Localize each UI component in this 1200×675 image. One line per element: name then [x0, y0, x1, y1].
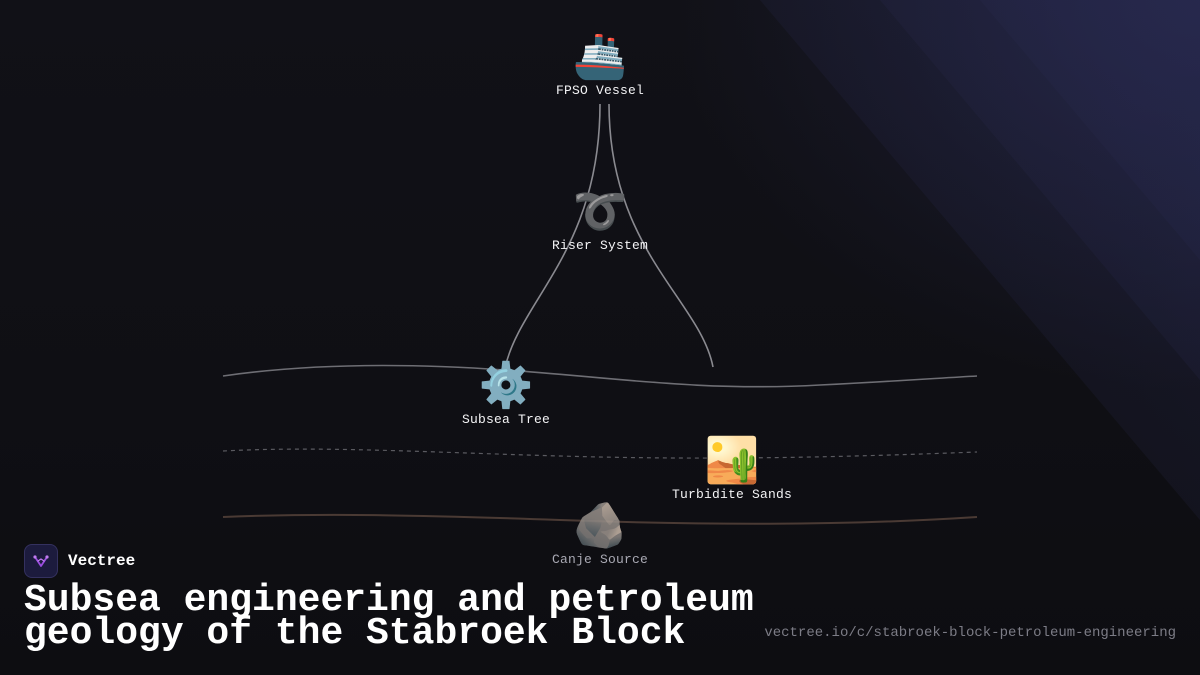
node-label: FPSO Vessel: [555, 83, 645, 98]
node-label: Turbidite Sands: [671, 487, 793, 502]
vectree-logo-icon: [24, 544, 58, 578]
loop-icon: ➰: [572, 186, 628, 237]
brand-name: Vectree: [68, 552, 136, 570]
connector-fpso-to-subsea-tree: [504, 103, 601, 369]
node-riser-system: ➰ Riser System: [551, 186, 649, 254]
connector-fpso-to-seabed: [608, 103, 714, 368]
node-canje-source: 🪨 Canje Source: [551, 500, 649, 568]
page-url[interactable]: vectree.io/c/stabroek-block-petroleum-en…: [764, 625, 1176, 641]
source-rock-line: [222, 513, 978, 525]
ship-icon: 🚢: [572, 31, 628, 82]
gear-icon: ⚙️: [478, 360, 534, 411]
seabed-line: [222, 364, 978, 388]
node-turbidite-sands: 🏜️ Turbidite Sands: [671, 435, 793, 503]
node-label: Canje Source: [551, 552, 649, 567]
desert-icon: 🏜️: [704, 435, 760, 486]
node-subsea-tree: ⚙️ Subsea Tree: [461, 360, 551, 428]
reservoir-dashed-line: [222, 448, 978, 459]
brand: Vectree: [24, 544, 135, 578]
rock-icon: 🪨: [572, 500, 628, 551]
node-label: Riser System: [551, 238, 649, 253]
node-label: Subsea Tree: [461, 412, 551, 427]
page-title: Subsea engineering and petroleum geology…: [24, 579, 754, 655]
node-fpso-vessel: 🚢 FPSO Vessel: [555, 31, 645, 99]
